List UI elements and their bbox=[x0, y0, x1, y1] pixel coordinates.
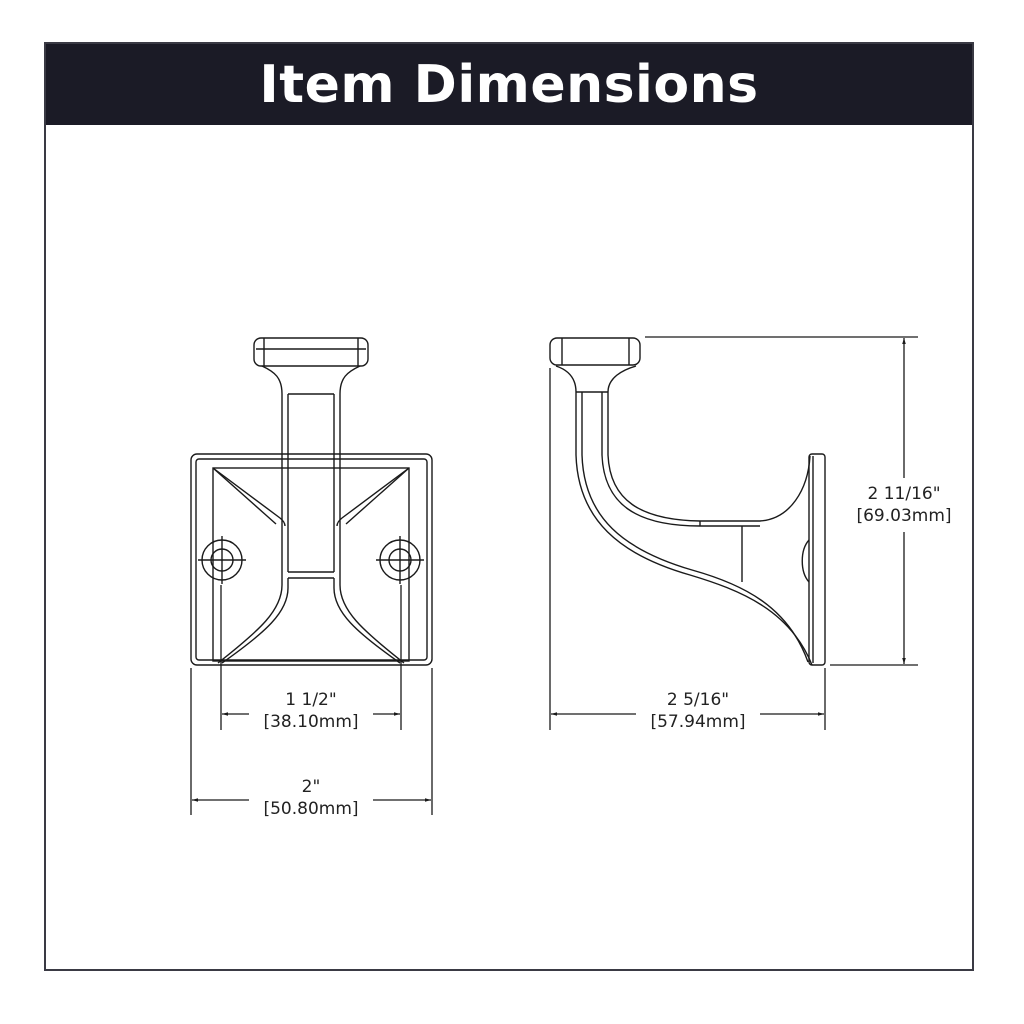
overall-width-imperial: 2" bbox=[301, 777, 321, 797]
side-view-hook bbox=[549, 337, 826, 666]
page-title: Item Dimensions bbox=[259, 54, 759, 115]
height-metric: [69.03mm] bbox=[856, 506, 952, 526]
projection-imperial: 2 5/16" bbox=[666, 690, 730, 710]
overall-width-metric: [50.80mm] bbox=[263, 799, 359, 819]
front-view-hook bbox=[190, 337, 433, 666]
drawing-frame: Item Dimensions bbox=[44, 42, 974, 971]
projection-metric: [57.94mm] bbox=[650, 712, 746, 732]
hole-spacing-imperial: 1 1/2" bbox=[285, 690, 337, 710]
overall-width-dimension: 2" [50.80mm] bbox=[251, 776, 371, 820]
hole-spacing-dimension: 1 1/2" [38.10mm] bbox=[251, 689, 371, 733]
side-dimensions bbox=[549, 336, 918, 730]
height-imperial: 2 11/16" bbox=[867, 484, 941, 504]
front-dimensions bbox=[190, 585, 433, 815]
header-banner: Item Dimensions bbox=[46, 44, 972, 125]
height-dimension: 2 11/16" [69.03mm] bbox=[846, 483, 962, 527]
projection-dimension: 2 5/16" [57.94mm] bbox=[638, 689, 758, 733]
hole-spacing-metric: [38.10mm] bbox=[263, 712, 359, 732]
